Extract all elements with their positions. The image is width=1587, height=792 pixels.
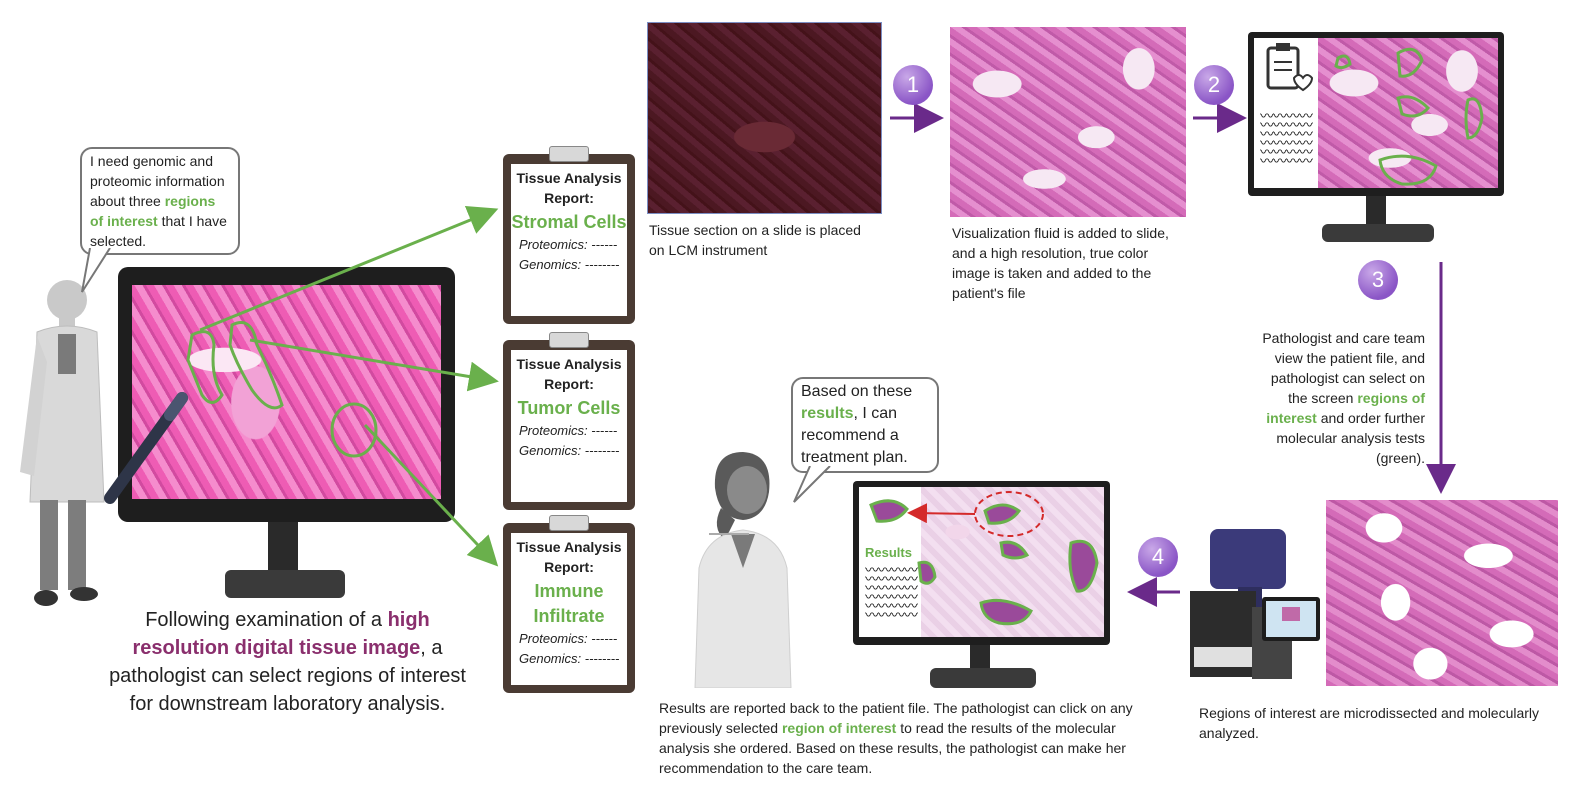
region-outlines <box>186 321 378 458</box>
female-pathologist-figure <box>685 448 795 689</box>
clip-icon <box>549 146 589 162</box>
clip-icon <box>549 332 589 348</box>
card-name: Immune Infiltrate <box>533 581 605 626</box>
results-notes-lines: 〰〰〰〰〰〰〰〰〰〰〰〰〰〰〰〰〰〰〰〰〰〰〰〰 <box>865 563 918 624</box>
lcm-instrument <box>1186 527 1324 687</box>
patient-file-tissue <box>1318 38 1498 188</box>
results-caption: Results are reported back to the patient… <box>659 698 1151 778</box>
step-1-badge: 1 <box>893 65 933 105</box>
slide-tissue-image <box>647 22 882 214</box>
card-title: Tissue Analysis Report: <box>516 539 622 575</box>
report-card-tumor: Tissue Analysis Report: Tumor Cells Prot… <box>503 332 635 510</box>
visualized-tissue-image <box>950 27 1186 217</box>
patient-notes-lines: 〰〰〰〰〰〰〰〰〰〰〰〰〰〰〰〰〰〰〰〰〰〰〰〰 <box>1260 109 1313 170</box>
report-card-immune: Tissue Analysis Report: Immune Infiltrat… <box>503 515 635 693</box>
monitor-stand-base <box>930 668 1036 688</box>
left-caption-highlight: high resolution digital tissue image <box>132 609 430 659</box>
step-2-badge: 2 <box>1194 65 1234 105</box>
stylus-pen <box>104 392 188 504</box>
step-4-badge: 4 <box>1138 537 1178 577</box>
monitor-stand-neck <box>1366 196 1386 228</box>
left-caption: Following examination of a high resoluti… <box>100 606 475 718</box>
slide-caption: Tissue section on a slide is placed on L… <box>649 222 861 258</box>
step3-text-end: and order further molecular analysis tes… <box>1276 410 1425 466</box>
card-proteomics: Proteomics: ------ <box>519 631 618 646</box>
report-paper: Tissue Analysis Report: Tumor Cells Prot… <box>511 350 627 502</box>
patient-file-panel: 〰〰〰〰〰〰〰〰〰〰〰〰〰〰〰〰〰〰〰〰〰〰〰〰 <box>1254 38 1318 188</box>
step-3-badge: 3 <box>1358 260 1398 300</box>
bottom-speech-highlight: results <box>801 405 854 422</box>
card-title: Tissue Analysis Report: <box>516 170 622 206</box>
report-paper: Tissue Analysis Report: Stromal Cells Pr… <box>511 164 627 316</box>
card-proteomics: Proteomics: ------ <box>519 237 618 252</box>
clip-icon <box>549 515 589 531</box>
results-caption-highlight: region of interest <box>781 720 897 736</box>
speech-text: I need genomic and proteomic information… <box>90 153 225 209</box>
monitor-stand-base <box>225 570 345 598</box>
bottom-speech-text: Based on these <box>801 383 913 400</box>
speech-bubble-tail <box>793 466 831 503</box>
card-name: Stromal Cells <box>511 212 627 232</box>
speech-bubble-tail <box>81 248 111 293</box>
selected-regions <box>1334 47 1484 186</box>
monitor-stand-base <box>1322 224 1434 242</box>
step3-text: Pathologist and care team view the patie… <box>1262 330 1425 406</box>
clipboard-heart-icon <box>1266 43 1314 92</box>
tissue-image-large <box>132 285 441 499</box>
card-genomics: Genomics: -------- <box>519 257 620 272</box>
large-monitor <box>118 267 455 522</box>
bottom-speech-text-end: , I can recommend a treatment plan. <box>801 405 908 466</box>
fluid-caption: Visualization fluid is added to slide, a… <box>952 225 1169 301</box>
pathologist-speech-bubble: I need genomic and proteomic information… <box>80 147 240 255</box>
patient-file-monitor: 〰〰〰〰〰〰〰〰〰〰〰〰〰〰〰〰〰〰〰〰〰〰〰〰 <box>1248 32 1504 196</box>
microdissect-caption: Regions of interest are microdissected a… <box>1199 705 1540 741</box>
card-name: Tumor Cells <box>517 398 621 418</box>
male-pathologist-figure <box>12 272 112 612</box>
card-genomics: Genomics: -------- <box>519 651 620 666</box>
speech-highlight: regions of interest <box>90 193 216 229</box>
results-speech-bubble: Based on these results, I can recommend … <box>791 377 939 473</box>
step3-highlight: regions of interest <box>1266 390 1425 426</box>
microdissected-tissue-image <box>1326 500 1558 686</box>
results-label: Results <box>865 545 912 560</box>
results-caption-text-end: to read the results of the molecular ana… <box>659 720 1126 776</box>
step3-caption: Pathologist and care team view the patie… <box>1250 328 1425 468</box>
results-regions <box>869 491 1099 626</box>
left-caption-text-end: , a pathologist can select regions of in… <box>109 637 466 715</box>
left-caption-text: Following examination of a <box>145 609 388 631</box>
card-genomics: Genomics: -------- <box>519 443 620 458</box>
monitor-stand-neck <box>268 522 298 572</box>
results-caption-text: Results are reported back to the patient… <box>659 700 1133 736</box>
speech-text-end: that I have selected. <box>90 213 227 249</box>
results-monitor: Results 〰〰〰〰〰〰〰〰〰〰〰〰〰〰〰〰〰〰〰〰〰〰〰〰 <box>853 481 1110 645</box>
card-proteomics: Proteomics: ------ <box>519 423 618 438</box>
report-card-stromal: Tissue Analysis Report: Stromal Cells Pr… <box>503 146 635 324</box>
card-title: Tissue Analysis Report: <box>516 356 622 392</box>
monitor-stand-neck <box>970 645 990 671</box>
report-paper: Tissue Analysis Report: Immune Infiltrat… <box>511 533 627 685</box>
